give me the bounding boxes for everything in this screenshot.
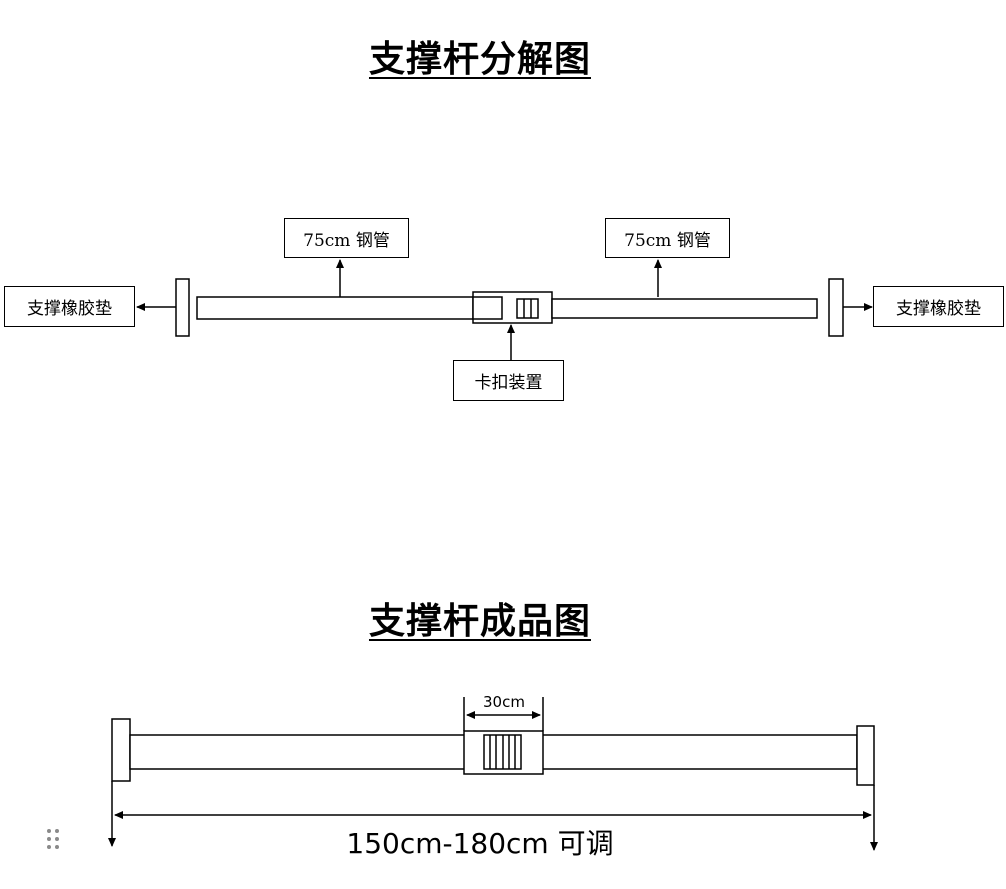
assembled-view-title: 支撑杆成品图 xyxy=(368,600,591,642)
right-steel-pipe xyxy=(551,298,818,319)
assembled-clasp-ridges xyxy=(489,735,516,769)
left-steel-pipe xyxy=(196,296,476,320)
clasp-buttons xyxy=(516,298,539,319)
clasp-length-label: 30cm xyxy=(483,693,525,711)
right-rubber-pad xyxy=(828,278,844,337)
total-length-label: 150cm-180cm 可调 xyxy=(346,827,614,860)
label-clasp-device: 卡扣装置 xyxy=(453,360,564,401)
clasp-inner-block xyxy=(472,296,503,320)
exploded-view-title: 支撑杆分解图 xyxy=(368,38,591,80)
label-left-rubber-pad: 支撑橡胶垫 xyxy=(4,286,135,327)
drag-handle-icon[interactable] xyxy=(47,829,61,853)
label-right-rubber-pad: 支撑橡胶垫 xyxy=(873,286,1004,327)
assembled-right-pad xyxy=(856,725,875,786)
assembled-left-pad xyxy=(111,718,131,782)
left-rubber-pad xyxy=(175,278,190,337)
label-right-steel-pipe: 75cm 钢管 xyxy=(605,218,730,258)
label-left-steel-pipe: 75cm 钢管 xyxy=(284,218,409,258)
